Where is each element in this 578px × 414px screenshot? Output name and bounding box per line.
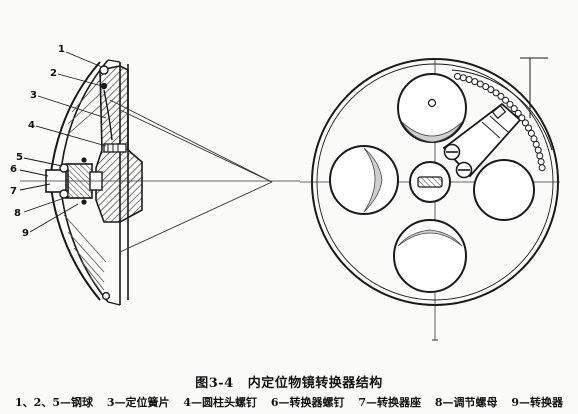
steel-ball-top (99, 65, 109, 75)
figure-caption: 图3-4 内定位物镜转换器结构 (0, 372, 578, 391)
detent-ball (492, 89, 500, 97)
part-label-5: 5 (16, 152, 23, 163)
part-labels: 1 2 3 4 5 6 7 8 9 (10, 44, 65, 239)
steel-ball-hub-top (59, 163, 69, 173)
legend-item: 4—圆柱头螺钉 (183, 396, 257, 409)
steel-ball-2 (100, 82, 108, 90)
legend-item: 3—定位簧片 (106, 396, 170, 409)
detent-ball (465, 76, 473, 83)
leader-lines (19, 51, 107, 233)
detent-ball (510, 105, 518, 113)
side-section-view: 1 2 3 4 5 6 7 8 9 (10, 44, 300, 306)
legend-item: 7—转换器座 (358, 396, 421, 409)
detent-ball (487, 86, 495, 94)
detent-ball (525, 124, 532, 132)
cylinder-head-screw (103, 143, 127, 153)
ball-track-inner (451, 69, 553, 151)
legend-item: 1、2、5—钢球 (15, 396, 93, 409)
part-label-1: 1 (58, 44, 65, 55)
spring-leaf (103, 89, 113, 141)
detent-ball (502, 96, 510, 104)
detent-ball (537, 158, 545, 166)
ray-lines (109, 99, 273, 253)
legend-item: 8—调节螺母 (434, 396, 498, 409)
detent-ball (454, 72, 461, 80)
part-label-4: 4 (28, 120, 35, 131)
objective-hole-left (329, 145, 399, 215)
legend-item: 6—转换器螺钉 (270, 396, 345, 409)
dish-shading (63, 214, 107, 297)
part-label-6: 6 (10, 164, 17, 175)
detent-ball (527, 129, 535, 137)
detent-ball-ring (454, 72, 546, 172)
top-hole-screw (427, 98, 437, 108)
detent-ball (497, 92, 505, 100)
detent-ball (538, 164, 546, 172)
objective-hole-right (473, 159, 535, 221)
part-label-3: 3 (30, 90, 37, 101)
detent-ball (534, 146, 542, 154)
detent-ball (514, 109, 522, 117)
objective-holes (329, 73, 535, 293)
detent-ball (482, 83, 490, 91)
legend-item: 9—转换器 (511, 396, 563, 409)
detent-ball (518, 114, 526, 122)
detent-ball (530, 135, 538, 143)
part-label-7: 7 (10, 186, 17, 197)
detent-ball (459, 74, 467, 82)
objective-hole-bottom (393, 219, 467, 293)
detent-ball (532, 140, 540, 148)
parts-legend: 1、2、5—钢球 3—定位簧片 4—圆柱头螺钉 6—转换器螺钉 7—转换器座 8… (0, 394, 578, 410)
part-label-8: 8 (14, 208, 21, 219)
figure-number: 图3-4 (195, 376, 234, 391)
part-label-9: 9 (22, 228, 29, 239)
detent-ball (521, 119, 529, 127)
objective-hole-top (397, 73, 467, 143)
figure-title: 内定位物镜转换器结构 (247, 376, 383, 391)
center-screw-slot (417, 176, 443, 188)
front-view (300, 57, 560, 341)
steel-ball-bottom (101, 291, 111, 301)
detent-ball (536, 152, 544, 160)
part-label-2: 2 (50, 68, 57, 79)
upper-shading (65, 79, 103, 137)
detent-ball (506, 100, 514, 108)
detent-ball (476, 80, 484, 88)
